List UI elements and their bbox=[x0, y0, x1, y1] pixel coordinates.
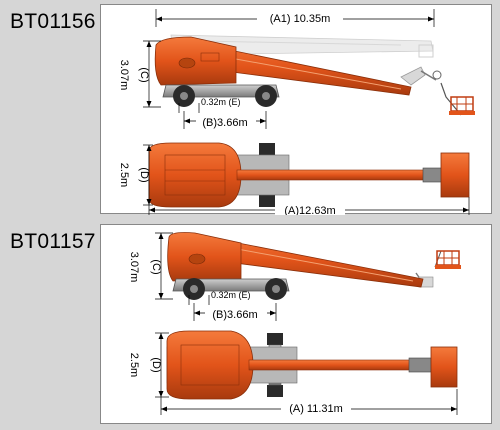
dim-e: 0.32m (E) bbox=[178, 97, 241, 113]
top-tire-icon bbox=[259, 195, 275, 207]
dim-a: (A)12.63m bbox=[148, 197, 470, 215]
dim-b: (B)3.66m bbox=[193, 303, 277, 321]
dim-a1: (A1) 10.35m bbox=[155, 9, 435, 27]
model-1-diagram: (A1) 10.35m (C) 3.07m 0.32m (E) (B)3. bbox=[118, 9, 475, 215]
top-turret-panel bbox=[164, 154, 226, 196]
dim-e-label: 0.32m (E) bbox=[211, 290, 251, 300]
basket bbox=[440, 82, 475, 116]
basket bbox=[434, 250, 461, 269]
rear-hub-icon bbox=[262, 92, 270, 100]
jib-link bbox=[420, 70, 437, 81]
dim-b-label: (B)3.66m bbox=[202, 117, 247, 129]
turret-detail-icon bbox=[188, 253, 206, 265]
dim-e-label: 0.32m (E) bbox=[201, 97, 241, 107]
dim-a-label: (A)12.63m bbox=[284, 205, 335, 215]
turret bbox=[154, 36, 237, 86]
top-view-2 bbox=[166, 330, 458, 400]
model-2-diagram: (C) 3.07m 0.32m (E) (B)3.66m bbox=[128, 232, 461, 415]
rear-hub-icon bbox=[272, 285, 280, 293]
dim-d-value: 2.5m bbox=[118, 163, 130, 187]
top-jib bbox=[408, 357, 432, 373]
top-tire-icon bbox=[267, 385, 283, 397]
front-hub-icon bbox=[190, 285, 198, 293]
dim-c: (C) 3.07m bbox=[118, 40, 161, 108]
dim-a: (A) 11.31m bbox=[160, 389, 458, 415]
top-boom bbox=[248, 359, 436, 371]
dim-d-label: (D) bbox=[138, 167, 150, 182]
dim-c-value: 3.07m bbox=[128, 252, 140, 283]
turret-panel bbox=[200, 52, 220, 62]
top-tire-icon bbox=[267, 333, 283, 345]
top-turret-panel bbox=[180, 344, 240, 386]
top-basket bbox=[440, 152, 470, 198]
jib bbox=[400, 66, 426, 86]
top-tire-icon bbox=[259, 143, 275, 155]
dim-c-label: (C) bbox=[138, 67, 150, 82]
dim-c-label: (C) bbox=[150, 259, 162, 274]
jib-pivot-icon bbox=[432, 70, 442, 80]
boom-ghost-line bbox=[200, 40, 402, 46]
dim-b-label: (B)3.66m bbox=[212, 309, 257, 321]
dim-e: 0.32m (E) bbox=[188, 290, 251, 305]
ghost-basket bbox=[418, 44, 434, 58]
dim-d: (D) 2.5m bbox=[128, 332, 169, 398]
dim-a1-label: (A1) 10.35m bbox=[270, 13, 331, 25]
front-hub-icon bbox=[180, 92, 188, 100]
top-turret bbox=[148, 142, 242, 208]
dim-d-value: 2.5m bbox=[128, 353, 140, 377]
dim-d-label: (D) bbox=[150, 357, 162, 372]
turret-detail-icon bbox=[178, 57, 196, 69]
side-view-2 bbox=[167, 232, 461, 300]
model-2-panel: (C) 3.07m 0.32m (E) (B)3.66m bbox=[100, 224, 492, 424]
side-view-1 bbox=[154, 34, 475, 116]
dim-c: (C) 3.07m bbox=[128, 232, 173, 300]
top-boom bbox=[236, 169, 450, 181]
top-view-1 bbox=[148, 142, 470, 208]
top-jib bbox=[422, 167, 444, 183]
model-1-panel: (A1) 10.35m (C) 3.07m 0.32m (E) (B)3. bbox=[100, 4, 492, 215]
model-title-2: BT01157 bbox=[10, 230, 96, 253]
dim-d: (D) 2.5m bbox=[118, 144, 153, 206]
dim-a-label: (A) 11.31m bbox=[289, 403, 343, 415]
top-basket bbox=[430, 346, 458, 388]
top-turret bbox=[166, 330, 254, 400]
dim-c-value: 3.07m bbox=[118, 60, 130, 91]
dim-b: (B)3.66m bbox=[183, 111, 267, 129]
model-title-1: BT01156 bbox=[10, 10, 96, 33]
